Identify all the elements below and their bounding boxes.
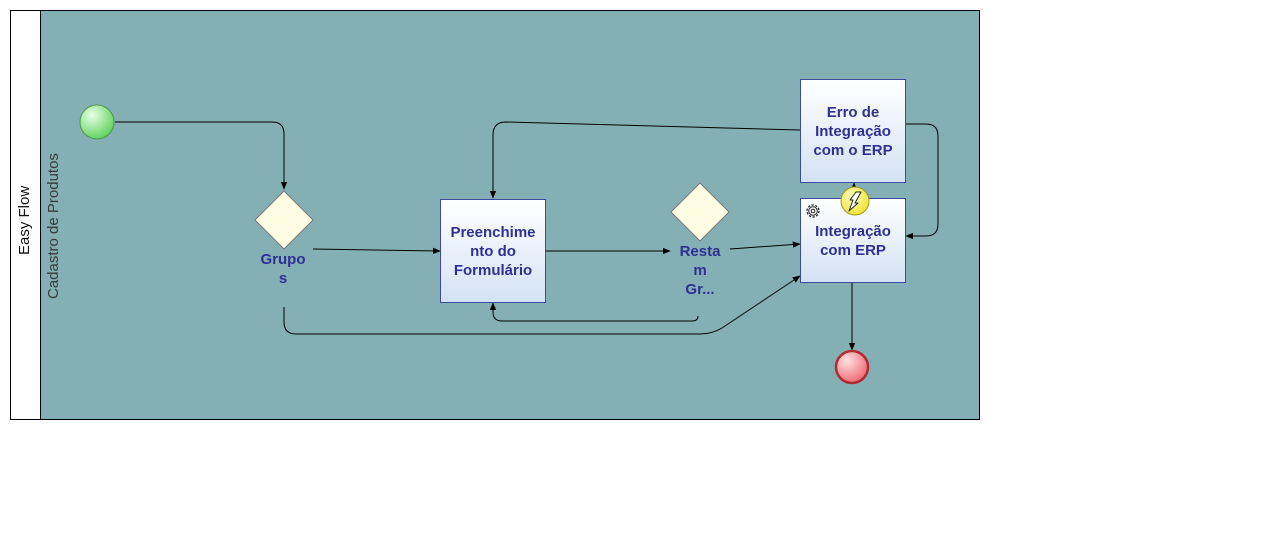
gateway-groups-label: Grupo s <box>248 250 318 288</box>
gateway-remaining-label-line: Gr... <box>685 281 715 298</box>
task-integration-label-line: Integração <box>815 222 891 240</box>
flow-error-to-integration[interactable] <box>905 123 939 240</box>
task-integration-label-line: com ERP <box>820 241 886 259</box>
task-form-label-line: Preenchime <box>450 223 536 241</box>
task-form-label: Preenchime nto do Formulário <box>441 200 545 302</box>
lane-title: Cadastro de Produtos <box>45 153 62 299</box>
task-error-label: Erro de Integração com o ERP <box>801 80 905 182</box>
gear-icon <box>806 204 820 218</box>
task-form-label-line: Formulário <box>453 261 533 279</box>
gateway-groups-label-line: s <box>278 270 288 287</box>
gateway-remaining-label: Resta m Gr... <box>665 242 735 299</box>
flow-groups-to-integration[interactable] <box>283 275 801 335</box>
flow-groups-to-form[interactable] <box>312 247 441 255</box>
flow-remaining-to-integration[interactable] <box>729 241 801 250</box>
task-error-label-line: Integração <box>815 122 891 140</box>
task-error-label-line: com o ERP <box>813 141 893 159</box>
end-event[interactable] <box>834 349 870 385</box>
flow-start-to-groups[interactable] <box>115 121 288 190</box>
flow-error-to-form[interactable] <box>489 121 801 199</box>
start-event[interactable] <box>79 104 115 140</box>
task-integration-label: Integração com ERP <box>801 212 905 269</box>
task-form[interactable] <box>440 199 546 303</box>
pool-title: Easy Flow <box>16 185 33 255</box>
flow-remaining-back-to-form[interactable] <box>489 302 699 322</box>
gateway-remaining-label-line: Resta <box>679 243 721 260</box>
gateway-groups[interactable] <box>254 190 314 250</box>
task-error-label-line: Erro de <box>826 103 880 121</box>
gateway-groups-label-line: Grupo <box>260 251 306 268</box>
gateway-remaining-label-line: m <box>693 262 707 279</box>
task-form-label-line: nto do <box>470 242 516 260</box>
gateway-remaining[interactable] <box>670 182 730 242</box>
task-error[interactable] <box>800 79 906 183</box>
lightning-icon[interactable] <box>840 186 870 216</box>
